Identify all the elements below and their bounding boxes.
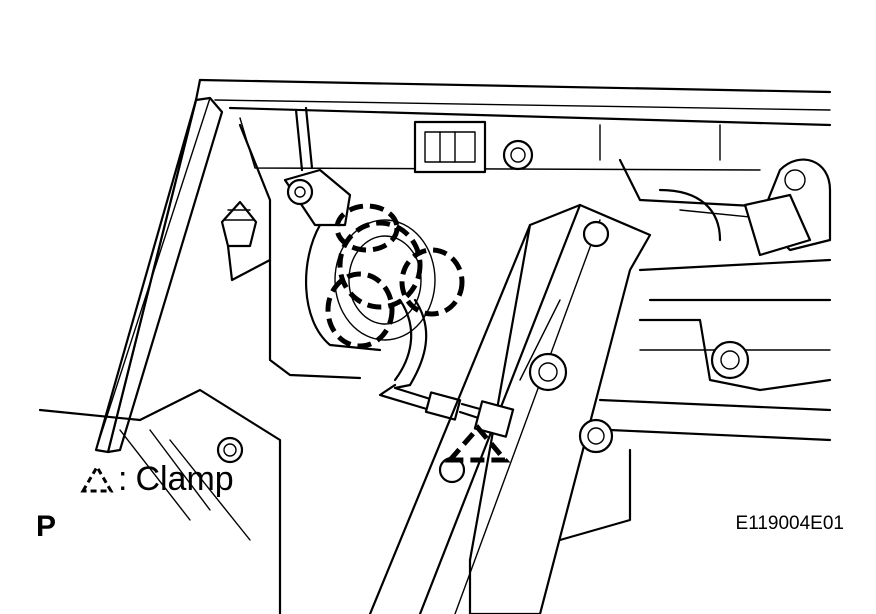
legend: : Clamp xyxy=(80,462,234,496)
dashed-triangle-clamp-icon xyxy=(80,464,114,493)
bracket-clamp xyxy=(444,400,515,463)
right-housing xyxy=(558,158,832,542)
clamp-highlights xyxy=(325,203,465,349)
page-letter: P xyxy=(36,510,57,543)
locating-pin xyxy=(220,200,272,282)
legend-separator: : xyxy=(118,460,128,498)
hanger-arm xyxy=(283,106,352,227)
upper-panel xyxy=(194,78,832,380)
top-connector xyxy=(413,120,487,174)
figure-code: E119004E01 xyxy=(735,513,844,534)
lower-left-block xyxy=(38,388,282,614)
left-bracket xyxy=(94,96,224,454)
bulb-socket xyxy=(305,219,436,387)
upper-bolt xyxy=(502,139,534,171)
legend-label: Clamp xyxy=(135,460,234,498)
right-tube xyxy=(743,158,832,257)
